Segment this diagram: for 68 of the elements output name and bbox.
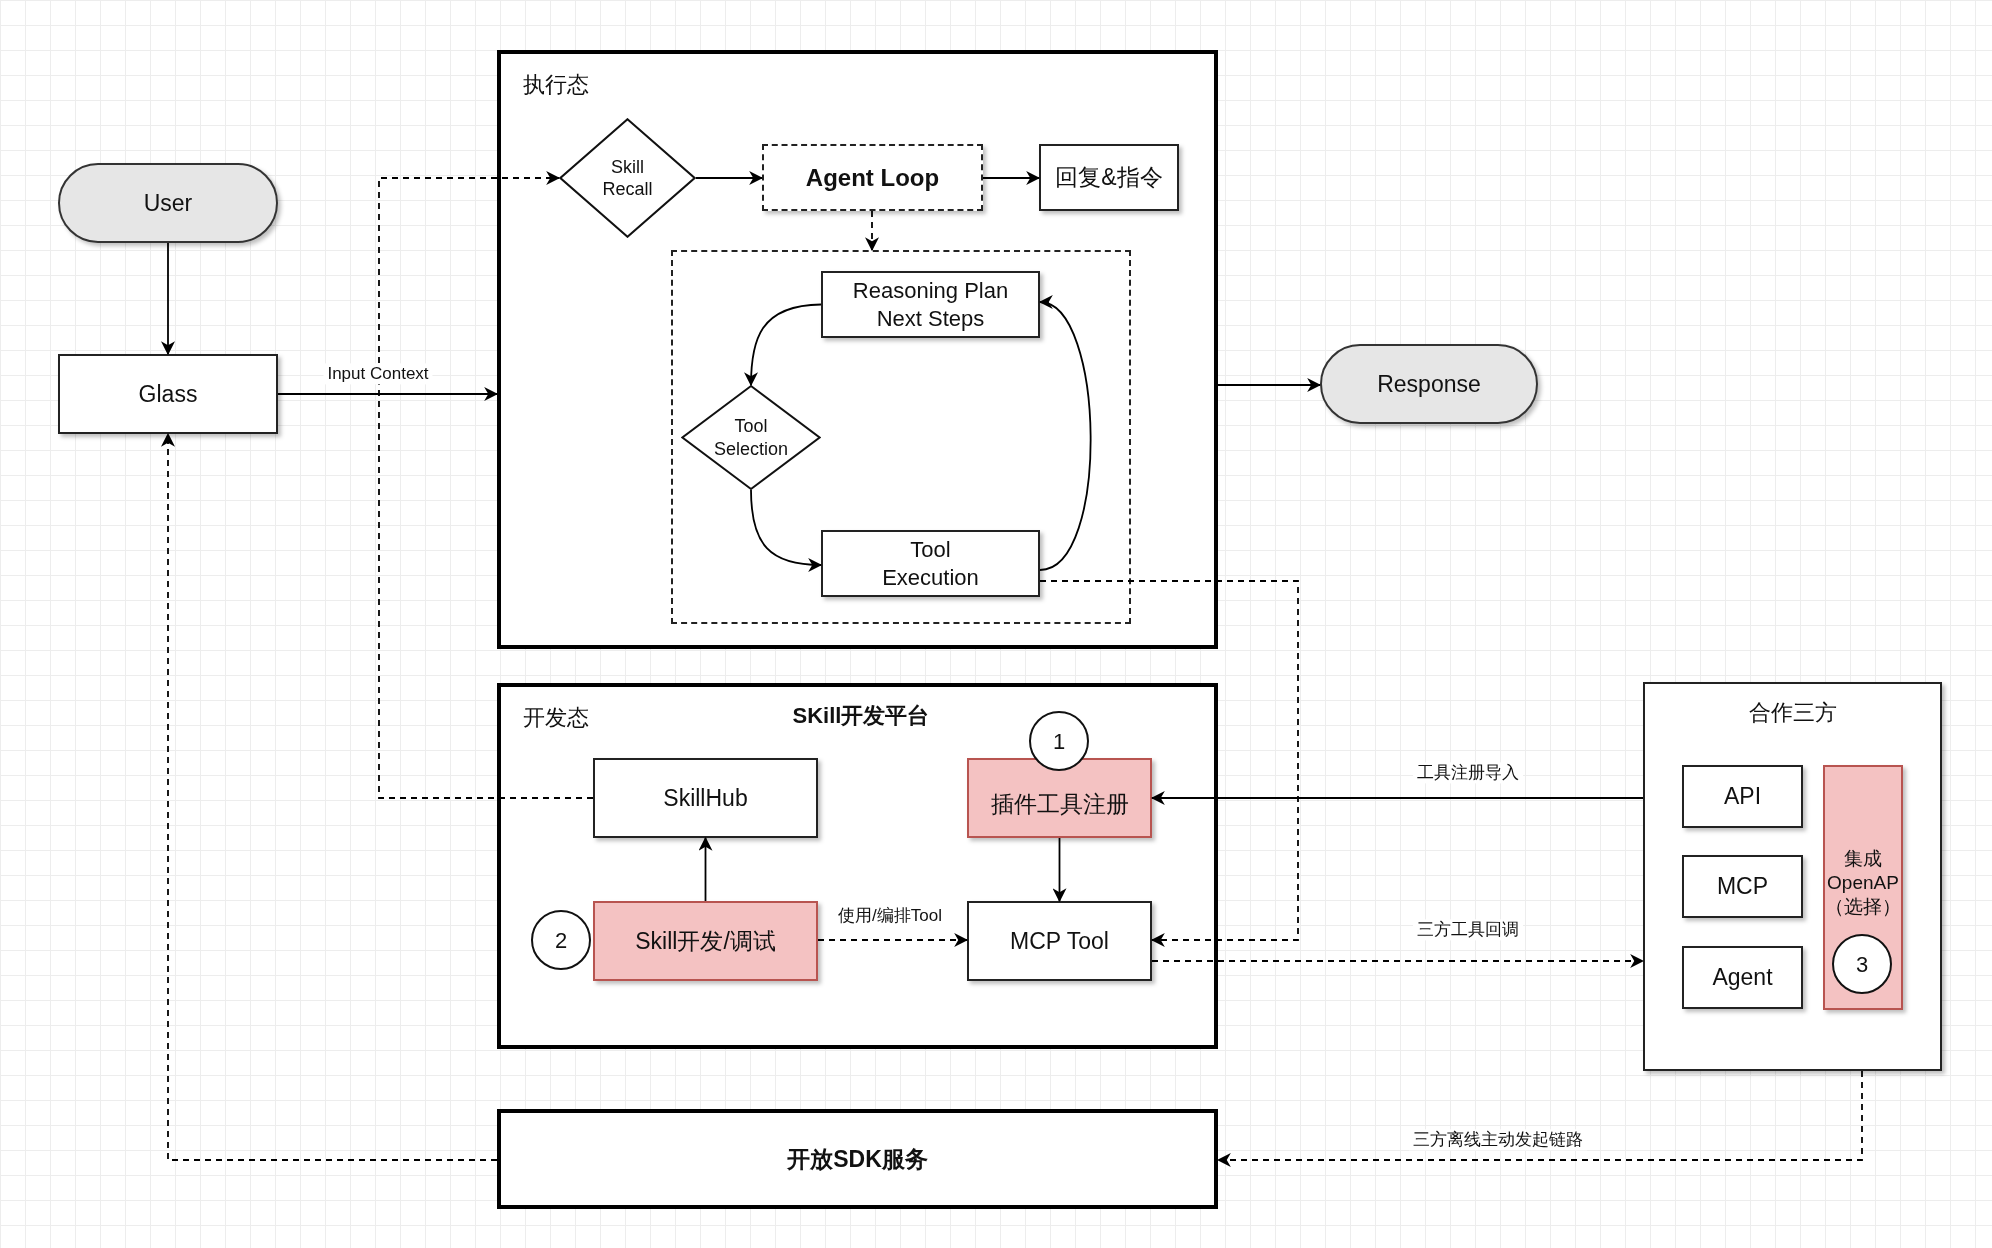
arrow <box>1039 580 1299 947</box>
arrow <box>1217 378 1322 392</box>
arrow <box>698 836 713 902</box>
arrow <box>277 387 499 401</box>
edge-label: Input Context <box>323 363 433 385</box>
edge-label: 工具注册导入 <box>1413 762 1523 784</box>
node-label: Reasoning Plan Next Steps <box>851 277 1010 332</box>
node-label: MCP <box>1716 872 1769 902</box>
process-box <box>1039 144 1179 211</box>
process-box <box>762 144 983 211</box>
terminal-pill <box>1320 344 1538 424</box>
arrow <box>1150 791 1644 805</box>
process-box <box>967 901 1152 981</box>
edge-label: 三方离线主动发起链路 <box>1409 1129 1587 1151</box>
edge-label: 三方工具回调 <box>1413 919 1523 941</box>
arrow <box>161 242 175 356</box>
arrow <box>865 210 879 252</box>
arrow <box>817 933 969 947</box>
arrow <box>1052 837 1067 903</box>
process-box <box>821 271 1040 338</box>
highlight-box <box>593 901 818 981</box>
node-label: Skill开发/调试 <box>635 926 776 956</box>
terminal-pill <box>58 163 278 243</box>
arrow <box>982 171 1041 185</box>
bar-label: 集成 OpenAP（选择） <box>1825 847 1901 919</box>
node-label: SkillHub <box>663 783 748 813</box>
highlight-bar <box>1823 765 1903 1010</box>
decision-diamond <box>559 118 696 238</box>
node-label: MCP Tool <box>1010 926 1109 956</box>
group-box <box>1643 682 1942 1071</box>
process-box <box>593 758 818 838</box>
node-label: Tool Execution <box>881 536 980 591</box>
arrow <box>1151 954 1645 968</box>
frame-title: SKill开发平台 <box>791 702 931 730</box>
highlight-box <box>967 758 1152 838</box>
node-label: 插件工具注册 <box>990 789 1129 819</box>
node-label: Agent <box>1712 963 1773 993</box>
frame-title: 开发态 <box>523 704 589 732</box>
node-label: Response <box>1377 369 1481 399</box>
service-bar <box>497 1109 1218 1209</box>
node-label: 2 <box>554 926 568 955</box>
process-box <box>1682 765 1803 828</box>
node-label: 回复&指令 <box>1055 163 1163 193</box>
node-label: Glass <box>138 379 198 409</box>
node-label: Agent Loop <box>805 162 940 193</box>
node-label: Skill Recall <box>601 155 654 201</box>
node-label: 开放SDK服务 <box>787 1144 928 1174</box>
process-box <box>821 530 1040 597</box>
dashed-group-box <box>671 250 1131 624</box>
group-title: 合作三方 <box>1747 699 1838 727</box>
frame <box>497 683 1218 1049</box>
node-label: 3 <box>1855 950 1869 979</box>
node-label: Tool Selection <box>712 415 790 460</box>
arrow <box>161 432 498 1161</box>
arrow <box>750 489 823 572</box>
arrow <box>1216 1070 1863 1167</box>
arrow <box>378 171 594 799</box>
process-box <box>58 354 278 434</box>
node-label: API <box>1723 782 1762 812</box>
arrow <box>695 171 764 185</box>
frame-title: 执行态 <box>523 71 589 99</box>
node-label: User <box>143 188 193 218</box>
process-box <box>1682 946 1803 1009</box>
frame <box>497 50 1218 649</box>
arrow <box>744 303 822 387</box>
node-label: 1 <box>1052 727 1066 756</box>
process-box <box>1682 855 1803 918</box>
decision-diamond <box>681 385 821 490</box>
